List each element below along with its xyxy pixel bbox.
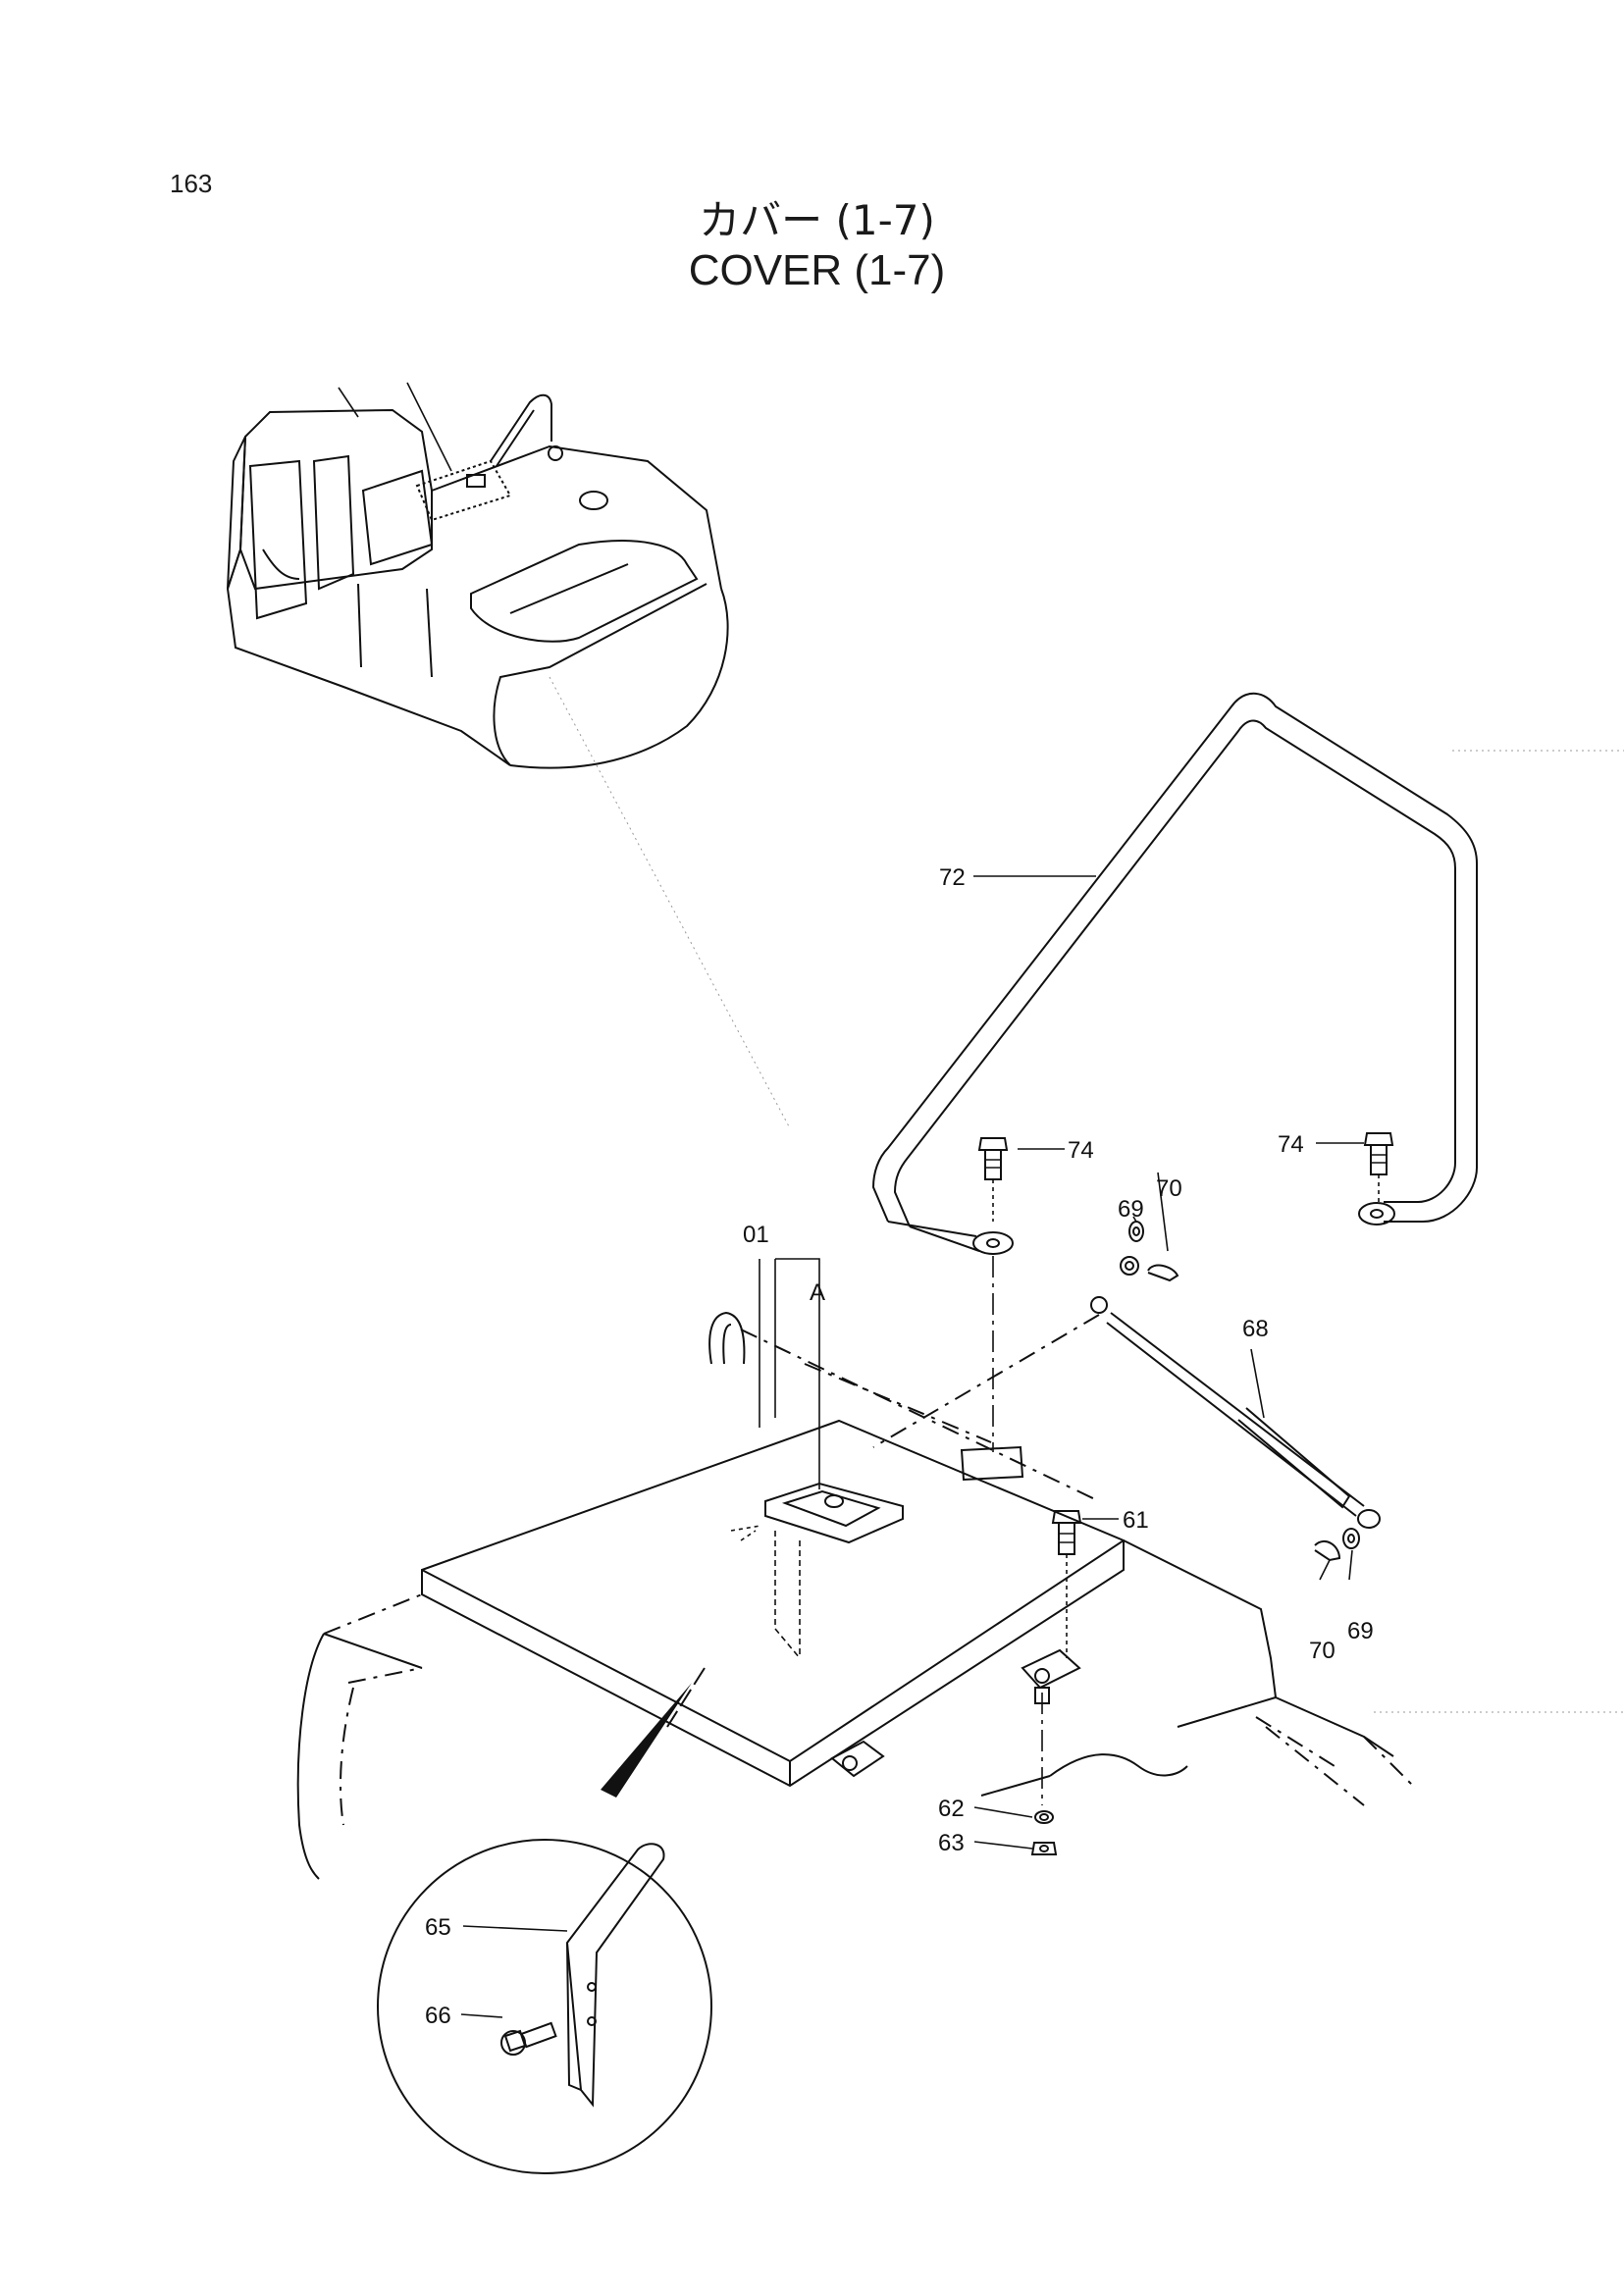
machine-overview-sketch bbox=[226, 382, 729, 769]
callout-68: 68 bbox=[1242, 1316, 1269, 1342]
callout-62: 62 bbox=[938, 1796, 965, 1822]
callout-65: 65 bbox=[425, 1914, 451, 1941]
grab-rail-72 bbox=[871, 692, 1478, 1255]
callout-69-bottom: 69 bbox=[1347, 1618, 1374, 1644]
callout-69-top: 69 bbox=[1118, 1196, 1144, 1223]
washer-69-top bbox=[1128, 1221, 1144, 1242]
callout-70-top: 70 bbox=[1156, 1175, 1182, 1202]
washer-62 bbox=[1034, 1810, 1054, 1824]
detail-bolt-66 bbox=[500, 2021, 557, 2056]
page-number: 163 bbox=[170, 169, 213, 198]
bolt-61 bbox=[1034, 1510, 1082, 1805]
pin-70-top bbox=[1147, 1264, 1179, 1282]
cover-assembly-01 bbox=[296, 1258, 1414, 1880]
callout-74-right: 74 bbox=[1278, 1131, 1304, 1158]
detail-a-circle bbox=[377, 1839, 712, 2174]
diagram-title: カバー (1-7) COVER (1-7) bbox=[0, 196, 1624, 297]
callout-01: 01 bbox=[743, 1222, 769, 1248]
callout-72: 72 bbox=[939, 864, 966, 891]
callout-63: 63 bbox=[938, 1830, 965, 1856]
title-english: COVER (1-7) bbox=[688, 246, 946, 295]
gas-spring-68 bbox=[1090, 1256, 1381, 1549]
bolt-74-right bbox=[1363, 1132, 1394, 1202]
nut-63 bbox=[1030, 1842, 1058, 1855]
callout-74-left: 74 bbox=[1068, 1137, 1094, 1164]
callout-70-bottom: 70 bbox=[1309, 1638, 1336, 1664]
detail-bracket-65 bbox=[565, 1843, 665, 2108]
callout-a: A bbox=[810, 1279, 825, 1306]
callout-66: 66 bbox=[425, 2003, 451, 2029]
title-japanese: カバー (1-7) bbox=[699, 196, 935, 244]
bolt-74-left bbox=[977, 1137, 1009, 1222]
detail-arrow bbox=[601, 1683, 692, 1798]
pin-70-bottom bbox=[1314, 1539, 1341, 1562]
callout-61: 61 bbox=[1123, 1507, 1149, 1534]
